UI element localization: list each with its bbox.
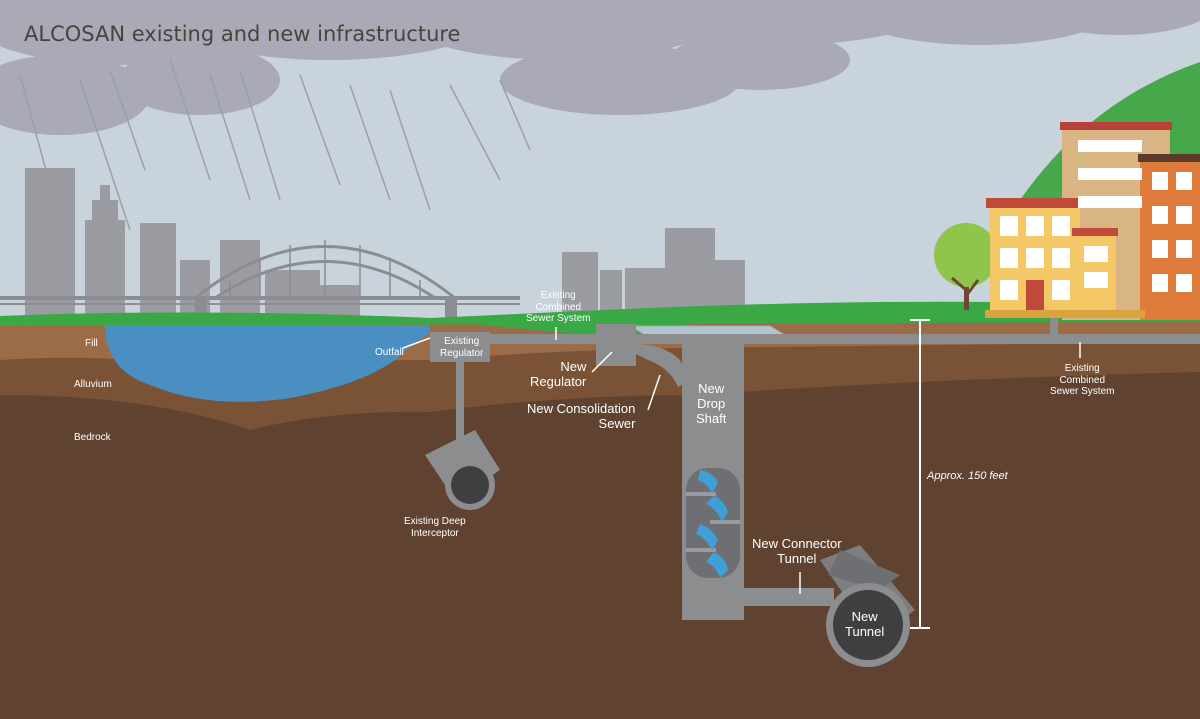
storm-clouds	[0, 0, 1200, 135]
existing-regulator-label: Existing Regulator	[440, 336, 484, 359]
outfall-label: Outfall	[375, 347, 404, 358]
new-regulator-label: New Regulator	[530, 359, 587, 389]
new-connector-tunnel	[744, 588, 834, 606]
tree	[934, 223, 998, 310]
interceptor-riser	[456, 360, 464, 460]
rain	[19, 59, 531, 231]
existing-deep-interceptor	[425, 430, 500, 510]
new-connector-tunnel-label: New Connector Tunnel	[752, 536, 842, 566]
depth-marker	[910, 319, 930, 629]
new-drop-shaft-label: New Drop Shaft	[696, 381, 727, 426]
new-tunnel-label: New Tunnel	[845, 609, 885, 639]
new-consolidation-sewer-label: New Consolidation Sewer	[527, 401, 636, 431]
fill-layer-label: Fill	[85, 338, 98, 349]
new-consolidation-sewer	[618, 344, 690, 387]
existing-combined-sewer-label-top: Existing Combined Sewer System	[526, 290, 591, 324]
existing-regulator-box	[430, 332, 490, 362]
leader-lines	[402, 327, 1081, 594]
depth-label: Approx. 150 feet	[927, 470, 1008, 482]
buildings	[985, 122, 1200, 320]
grass	[0, 300, 1200, 326]
service-connection	[1050, 318, 1058, 336]
existing-combined-sewer-pipe	[430, 334, 1200, 344]
vortex-ledges	[686, 492, 740, 552]
bridge	[0, 240, 520, 320]
existing-deep-interceptor-label: Existing Deep Interceptor	[404, 516, 466, 539]
new-tunnel	[820, 545, 915, 667]
diagram-title: ALCOSAN existing and new infrastructure	[24, 22, 461, 46]
falling-water	[696, 470, 728, 578]
existing-combined-sewer-label-right: Existing Combined Sewer System	[1050, 363, 1115, 397]
bedrock-layer-label: Bedrock	[74, 432, 111, 443]
alluvium-layer-label: Alluvium	[74, 379, 112, 390]
river	[105, 325, 430, 402]
